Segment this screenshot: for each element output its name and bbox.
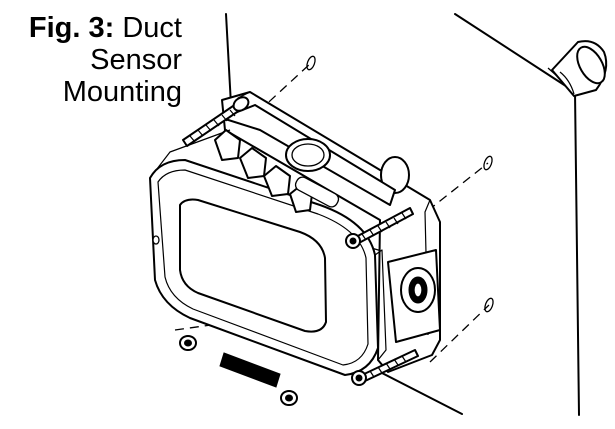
figure-number: Fig. 3: (28, 12, 115, 44)
gasket-strip (219, 352, 281, 388)
mounting-screws (182, 96, 419, 386)
screw-right-upper (345, 207, 414, 249)
conduit-fitting (387, 249, 441, 343)
sensor-cover (149, 129, 387, 376)
screw-right-lower (351, 349, 419, 386)
caption-line-1: Fig. 3: Duct (29, 12, 182, 44)
figure-title-part-3: Mounting (62, 76, 182, 108)
cover-screws (179, 335, 298, 406)
figure-title-part-1: Duct (122, 12, 182, 44)
sensor-probe (551, 40, 608, 97)
screw-top-left (182, 96, 250, 147)
figure-caption: Fig. 3: Duct Sensor Mounting (29, 12, 182, 108)
figure-title-part-2: Sensor (90, 44, 182, 76)
hinge-assembly (214, 104, 396, 213)
